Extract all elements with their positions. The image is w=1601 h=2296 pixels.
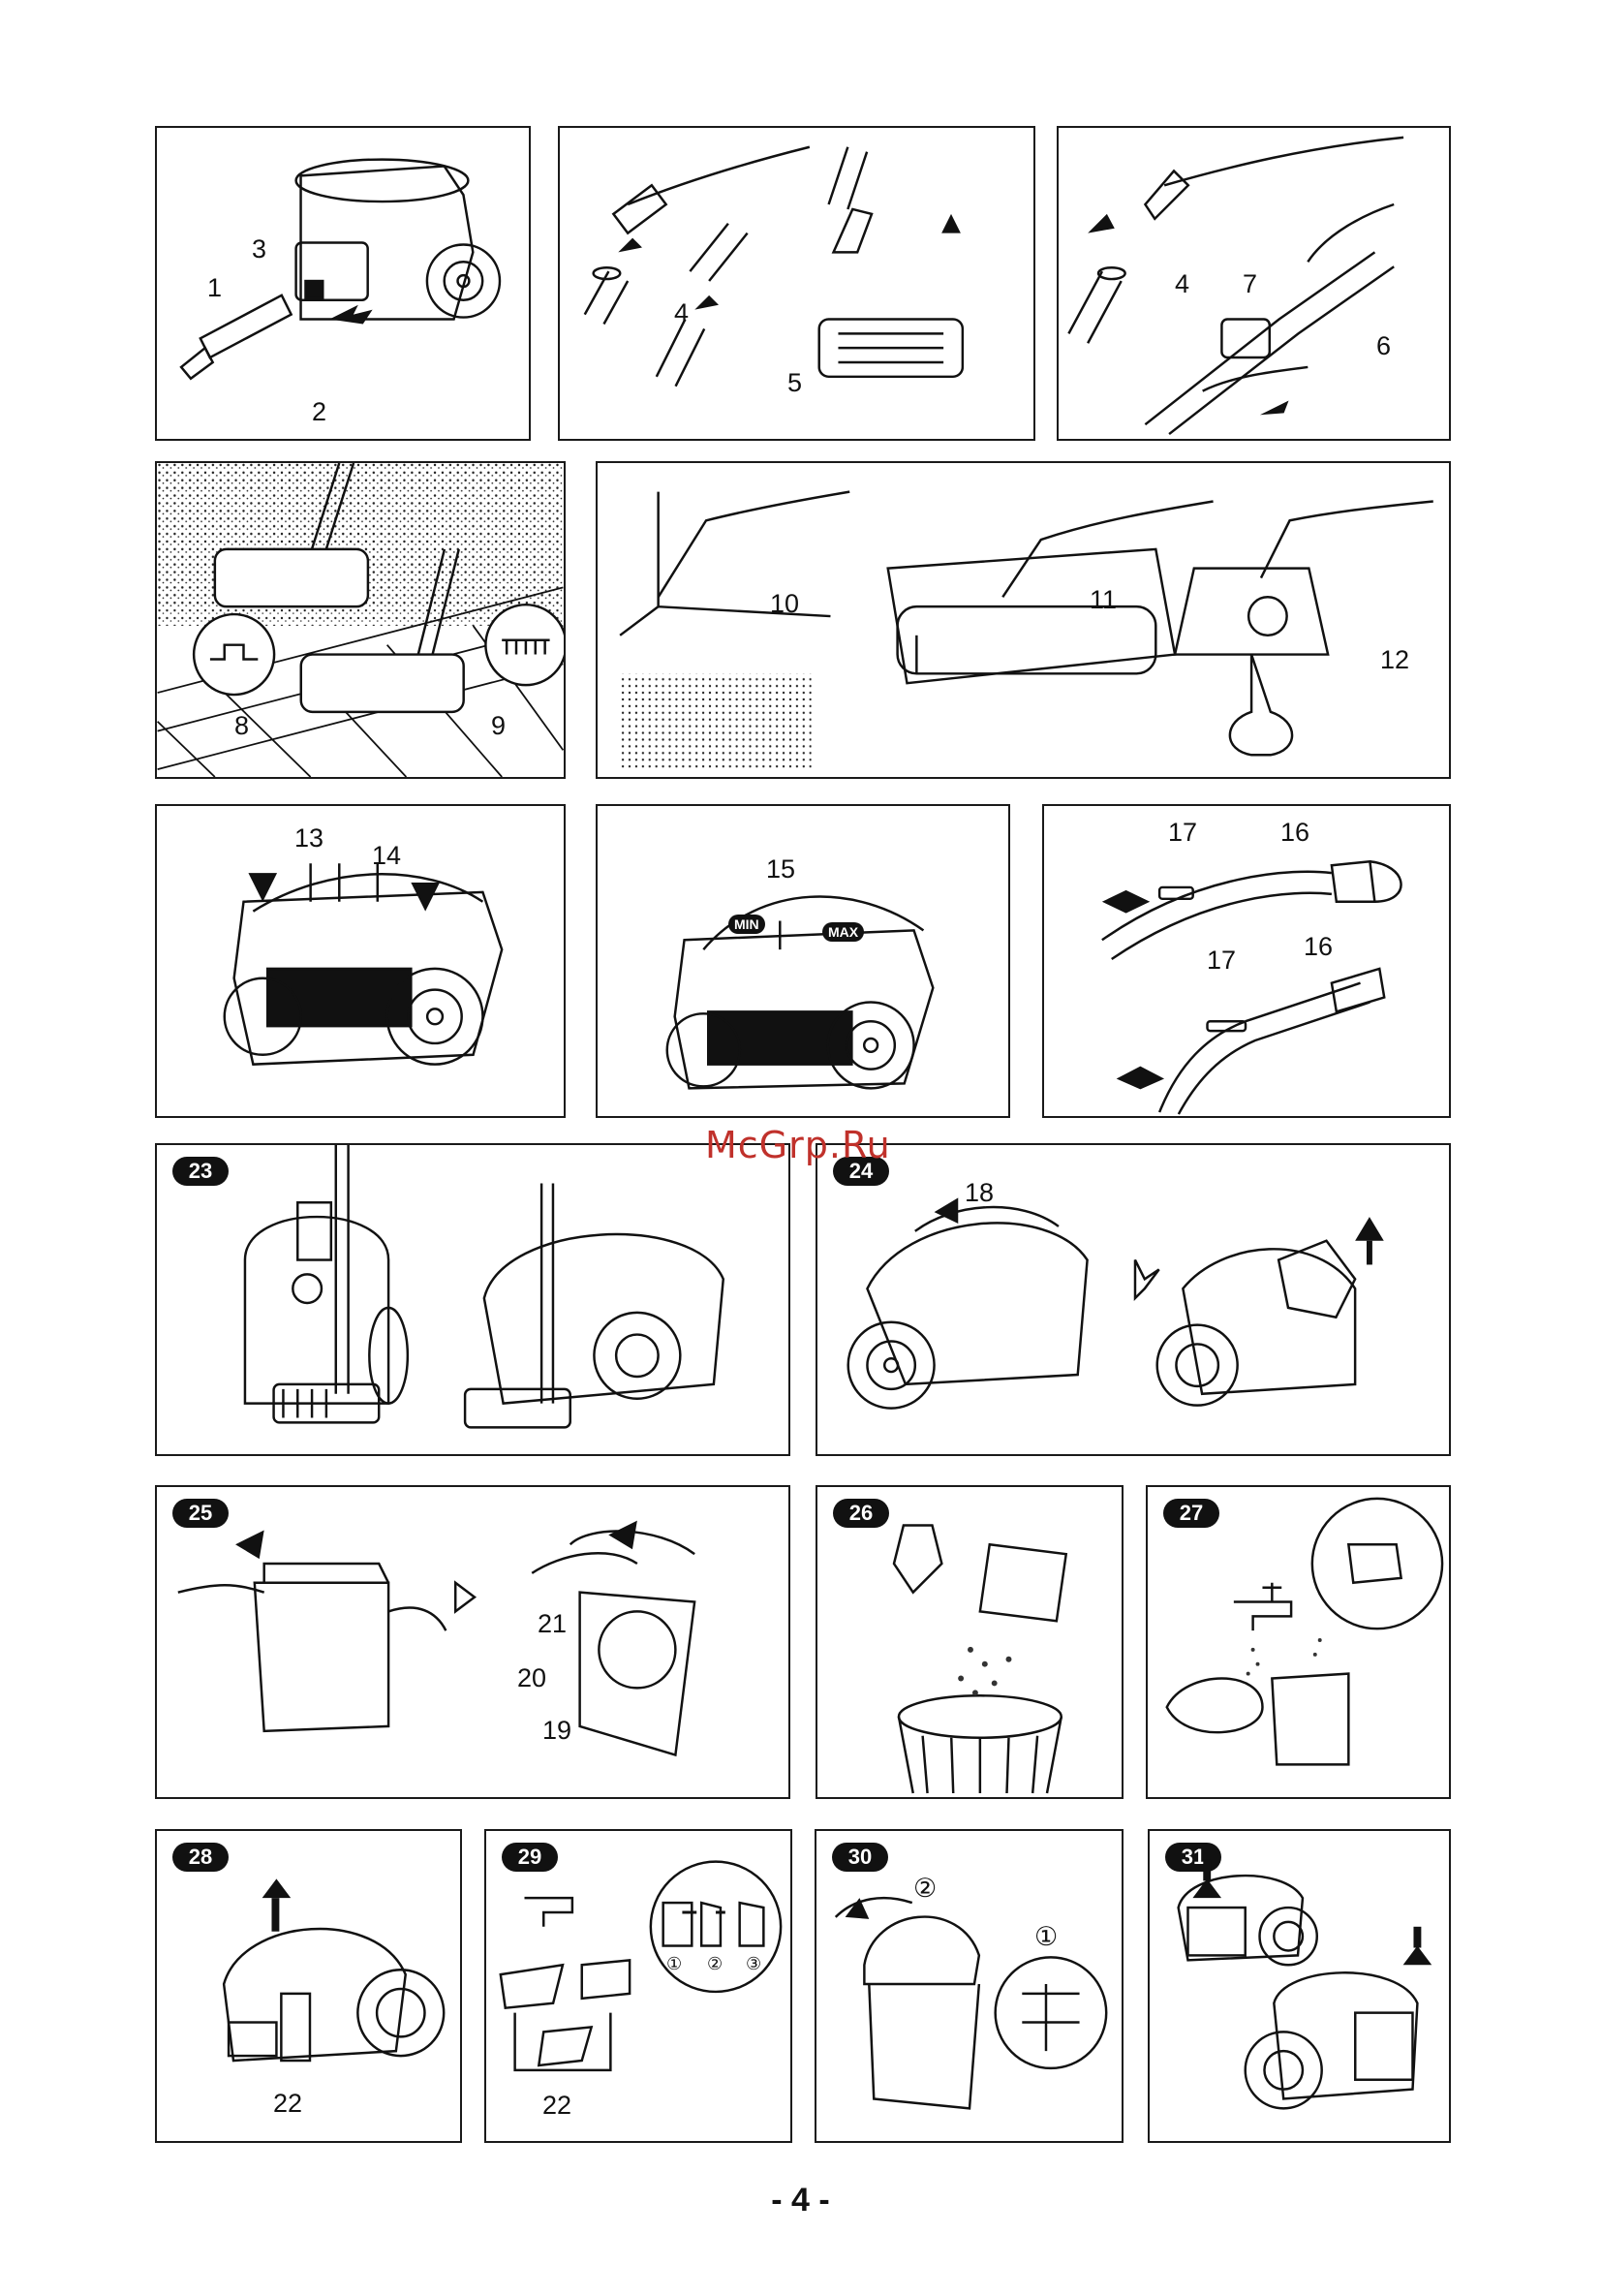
callout-4: 4 — [674, 300, 689, 326]
panel-24-open-lid: 24 18 — [816, 1143, 1451, 1456]
vacuum-cleaner-icon — [157, 806, 564, 1116]
callout-15: 15 — [766, 856, 795, 883]
vacuum-cleaner-icon — [1150, 1831, 1449, 2141]
panel-28-remove-filter: 28 22 — [155, 1829, 462, 2143]
faucet-icon — [486, 1831, 790, 2141]
faucet-icon — [1148, 1487, 1449, 1797]
panel-29-wash-filters: 29 ① ② ③ 22 — [484, 1829, 792, 2143]
callout-12: 12 — [1380, 647, 1409, 673]
callout-8: 8 — [234, 713, 249, 739]
callout-21: 21 — [538, 1611, 567, 1637]
callout-16: 16 — [1304, 934, 1333, 960]
callout-17: 17 — [1207, 947, 1236, 974]
vacuum-cleaner-icon — [598, 806, 1008, 1116]
hose-icon — [1044, 806, 1449, 1116]
panel-23-storage: 23 — [155, 1143, 790, 1456]
panel-27-wash-container: 27 — [1146, 1485, 1451, 1799]
panel-accessories: 10 11 12 — [596, 461, 1451, 779]
callout-1: 1 — [207, 275, 222, 301]
callout-2: 2 — [312, 399, 326, 425]
callout-22: 22 — [273, 2091, 302, 2117]
step-mark-2: ② — [707, 1955, 723, 1972]
callout-6: 6 — [1376, 333, 1391, 359]
vacuum-cleaner-icon — [157, 1145, 788, 1454]
callout-7: 7 — [1243, 271, 1257, 297]
callout-17: 17 — [1168, 820, 1197, 846]
dust-container-icon — [157, 1487, 788, 1797]
trash-bin-icon — [817, 1487, 1122, 1797]
panel-hose-airflow: 17 16 17 16 — [1042, 804, 1451, 1118]
dust-container-icon — [816, 1831, 1122, 2141]
filter-icon — [157, 1831, 460, 2141]
panel-26-empty-dust: 26 — [816, 1485, 1124, 1799]
page-number: - 4 - — [0, 2182, 1601, 2219]
panel-31-insert-container: 31 — [1148, 1829, 1451, 2143]
watermark: McGrp.Ru — [705, 1124, 891, 1166]
panel-floor-brush-modes: 8 9 — [155, 461, 566, 779]
panel-telescopic-tube: 4 7 6 — [1057, 126, 1451, 441]
panel-power-control: 13 14 — [155, 804, 566, 1118]
panel-hose-connection: 1 3 2 — [155, 126, 531, 441]
callout-22: 22 — [542, 2093, 571, 2119]
panel-power-regulator: 15 MIN MAX — [596, 804, 1010, 1118]
callout-14: 14 — [372, 843, 401, 869]
panel-tube-assembly: 4 5 — [558, 126, 1035, 441]
callout-10: 10 — [770, 591, 799, 617]
panel-30-reassemble: 30 ② ① — [815, 1829, 1124, 2143]
callout-16: 16 — [1280, 820, 1309, 846]
callout-4: 4 — [1175, 271, 1189, 297]
callout-19: 19 — [542, 1718, 571, 1744]
step-mark-2: ② — [913, 1876, 937, 1902]
max-label: MAX — [822, 922, 864, 942]
callout-5: 5 — [787, 370, 802, 396]
dust-container-icon — [817, 1145, 1449, 1454]
callout-3: 3 — [252, 236, 266, 263]
callout-20: 20 — [517, 1665, 546, 1691]
sofa-icon — [598, 463, 1449, 777]
step-mark-3: ③ — [746, 1955, 761, 1972]
step-mark-1: ① — [666, 1955, 682, 1972]
callout-11: 11 — [1090, 587, 1117, 613]
step-mark-1: ① — [1034, 1924, 1058, 1950]
callout-13: 13 — [294, 825, 323, 852]
callout-9: 9 — [491, 713, 506, 739]
panel-25-remove-container: 25 21 20 19 — [155, 1485, 790, 1799]
callout-18: 18 — [965, 1180, 994, 1206]
min-label: MIN — [728, 915, 765, 934]
